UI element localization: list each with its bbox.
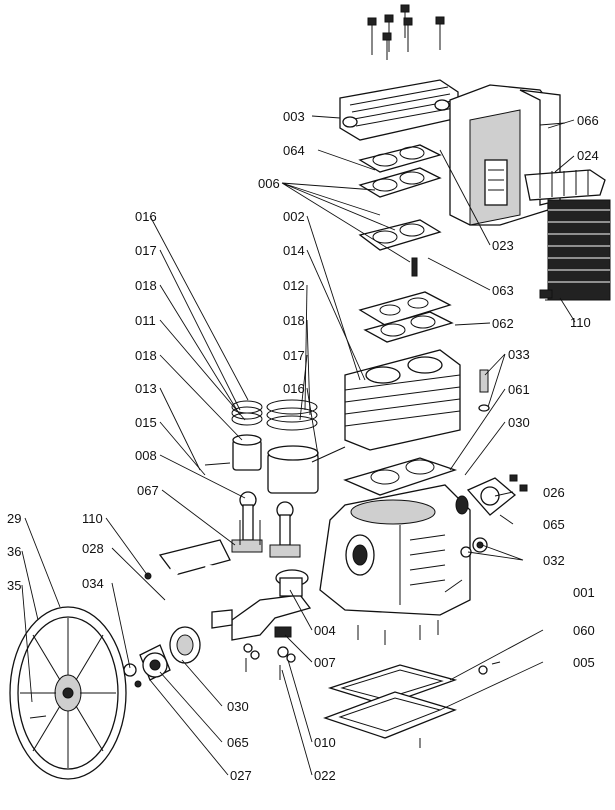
label-034: 034 xyxy=(82,576,104,591)
label-008: 008 xyxy=(135,448,157,463)
label-002: 002 xyxy=(283,209,305,224)
label-023: 023 xyxy=(492,238,514,253)
base-plates xyxy=(323,620,501,748)
label-067: 067 xyxy=(137,483,159,498)
label-027: 027 xyxy=(230,768,252,783)
label-061: 061 xyxy=(508,382,530,397)
label-017-left: 017 xyxy=(135,243,157,258)
label-007: 007 xyxy=(314,655,336,670)
breather-plug xyxy=(478,369,490,412)
head-bolts xyxy=(367,4,445,60)
label-018-right: 018 xyxy=(283,313,305,328)
label-018-upper: 018 xyxy=(135,278,157,293)
crankshaft xyxy=(211,569,312,641)
label-033: 033 xyxy=(508,347,530,362)
label-004: 004 xyxy=(314,623,336,638)
part-labels: 003 066 064 024 006 016 002 023 017 014 … xyxy=(7,109,599,783)
label-024: 024 xyxy=(577,148,599,163)
label-005: 005 xyxy=(573,655,595,670)
label-010: 010 xyxy=(314,735,336,750)
connecting-rods xyxy=(231,491,301,558)
label-026: 026 xyxy=(543,485,565,500)
label-032: 032 xyxy=(543,553,565,568)
crankcase xyxy=(319,484,471,616)
label-35: 35 xyxy=(7,578,21,593)
label-063: 063 xyxy=(492,283,514,298)
label-110-left: 110 xyxy=(82,511,103,526)
label-065-right: 065 xyxy=(543,517,565,532)
small-fittings xyxy=(243,626,296,680)
label-028: 028 xyxy=(82,541,104,556)
label-011: 011 xyxy=(135,313,156,328)
label-006: 006 xyxy=(258,176,280,191)
valve-plate-stack xyxy=(358,144,454,343)
bearing-housing-left xyxy=(123,626,201,688)
label-022: 022 xyxy=(314,768,336,783)
label-015: 015 xyxy=(135,415,157,430)
cylinder-gasket xyxy=(343,457,458,496)
label-29: 29 xyxy=(7,511,21,526)
label-013: 013 xyxy=(135,381,157,396)
label-064: 064 xyxy=(283,143,305,158)
label-018-left: 018 xyxy=(135,348,157,363)
label-36: 36 xyxy=(7,544,21,559)
pistons xyxy=(204,434,346,494)
label-012: 012 xyxy=(283,278,305,293)
label-062: 062 xyxy=(492,316,514,331)
label-110-right: 110 xyxy=(570,315,591,330)
cylinder-block xyxy=(344,349,461,451)
label-016-upper: 016 xyxy=(135,209,157,224)
bearing-cover-right xyxy=(455,474,528,558)
label-065-lower: 065 xyxy=(227,735,249,750)
label-030-lower: 030 xyxy=(227,699,249,714)
label-017-right: 017 xyxy=(283,348,305,363)
leader-lines xyxy=(21,115,576,776)
cylinder-head xyxy=(339,79,459,141)
label-014: 014 xyxy=(283,243,305,258)
label-030-upper: 030 xyxy=(508,415,530,430)
flywheel xyxy=(9,606,127,780)
aftercooler xyxy=(524,169,611,301)
label-066: 066 xyxy=(577,113,599,128)
label-003: 003 xyxy=(283,109,305,124)
label-016-lower: 016 xyxy=(283,381,305,396)
label-060: 060 xyxy=(573,623,595,638)
label-001: 001 xyxy=(573,585,595,600)
piston-rings xyxy=(231,399,318,431)
